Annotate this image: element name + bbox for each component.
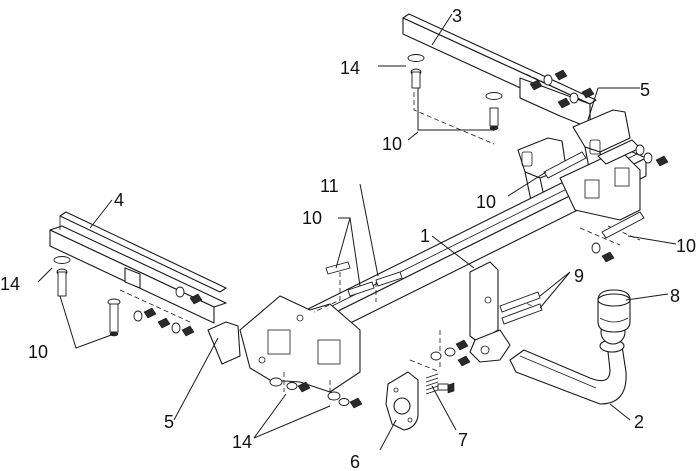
hardware-fasteners (53, 54, 669, 409)
callout-3: 3 (452, 6, 462, 26)
crossbar-right-end-bracket (559, 139, 641, 221)
callout-7: 7 (458, 430, 468, 450)
leader-lines (37, 13, 677, 451)
callout-9: 9 (574, 266, 584, 286)
bolt-11 (375, 271, 403, 287)
callout-11: 11 (320, 176, 339, 196)
part-7-spring (425, 373, 455, 395)
washer-set-14-lower (269, 377, 363, 409)
callout-1: 1 (420, 226, 430, 246)
callout-14-left: 14 (0, 274, 20, 294)
bolt-set-10-upper (407, 54, 503, 131)
tow-plate (469, 261, 511, 363)
part-8-ball-cover (597, 289, 631, 333)
callout-4: 4 (114, 190, 124, 210)
callout-10-left: 10 (28, 342, 48, 362)
callout-10-center: 10 (302, 208, 322, 228)
callout-10-right: 10 (676, 236, 696, 256)
callout-14-top: 14 (340, 58, 360, 78)
callout-2: 2 (634, 412, 644, 432)
callout-8: 8 (670, 286, 680, 306)
callout-5-left: 5 (164, 412, 174, 432)
part-3-upper-bracket (402, 13, 597, 129)
part-2-tow-ball-neck (509, 319, 627, 405)
callout-labels: 3 14 10 5 4 11 10 10 1 10 14 9 8 10 2 5 … (0, 6, 696, 471)
callout-10-mid-right: 10 (476, 192, 496, 212)
callout-14-bottom: 14 (232, 432, 252, 452)
callout-5-right: 5 (640, 80, 650, 100)
bolt-set-10-right (543, 151, 645, 263)
bolt-set-10-left (53, 256, 121, 337)
bolt-set-9 (430, 291, 543, 367)
bolt-set-10-center (325, 261, 375, 297)
crossbar-left-end-bracket (239, 295, 361, 393)
nut-row-upper-right (529, 69, 669, 167)
part-6-socket-plate (385, 371, 419, 431)
nut-row-left (133, 286, 203, 337)
callout-6: 6 (350, 452, 360, 471)
part-4-lower-bracket (49, 211, 227, 324)
callout-10-top: 10 (382, 134, 402, 154)
part-5-left-plate (207, 321, 241, 365)
